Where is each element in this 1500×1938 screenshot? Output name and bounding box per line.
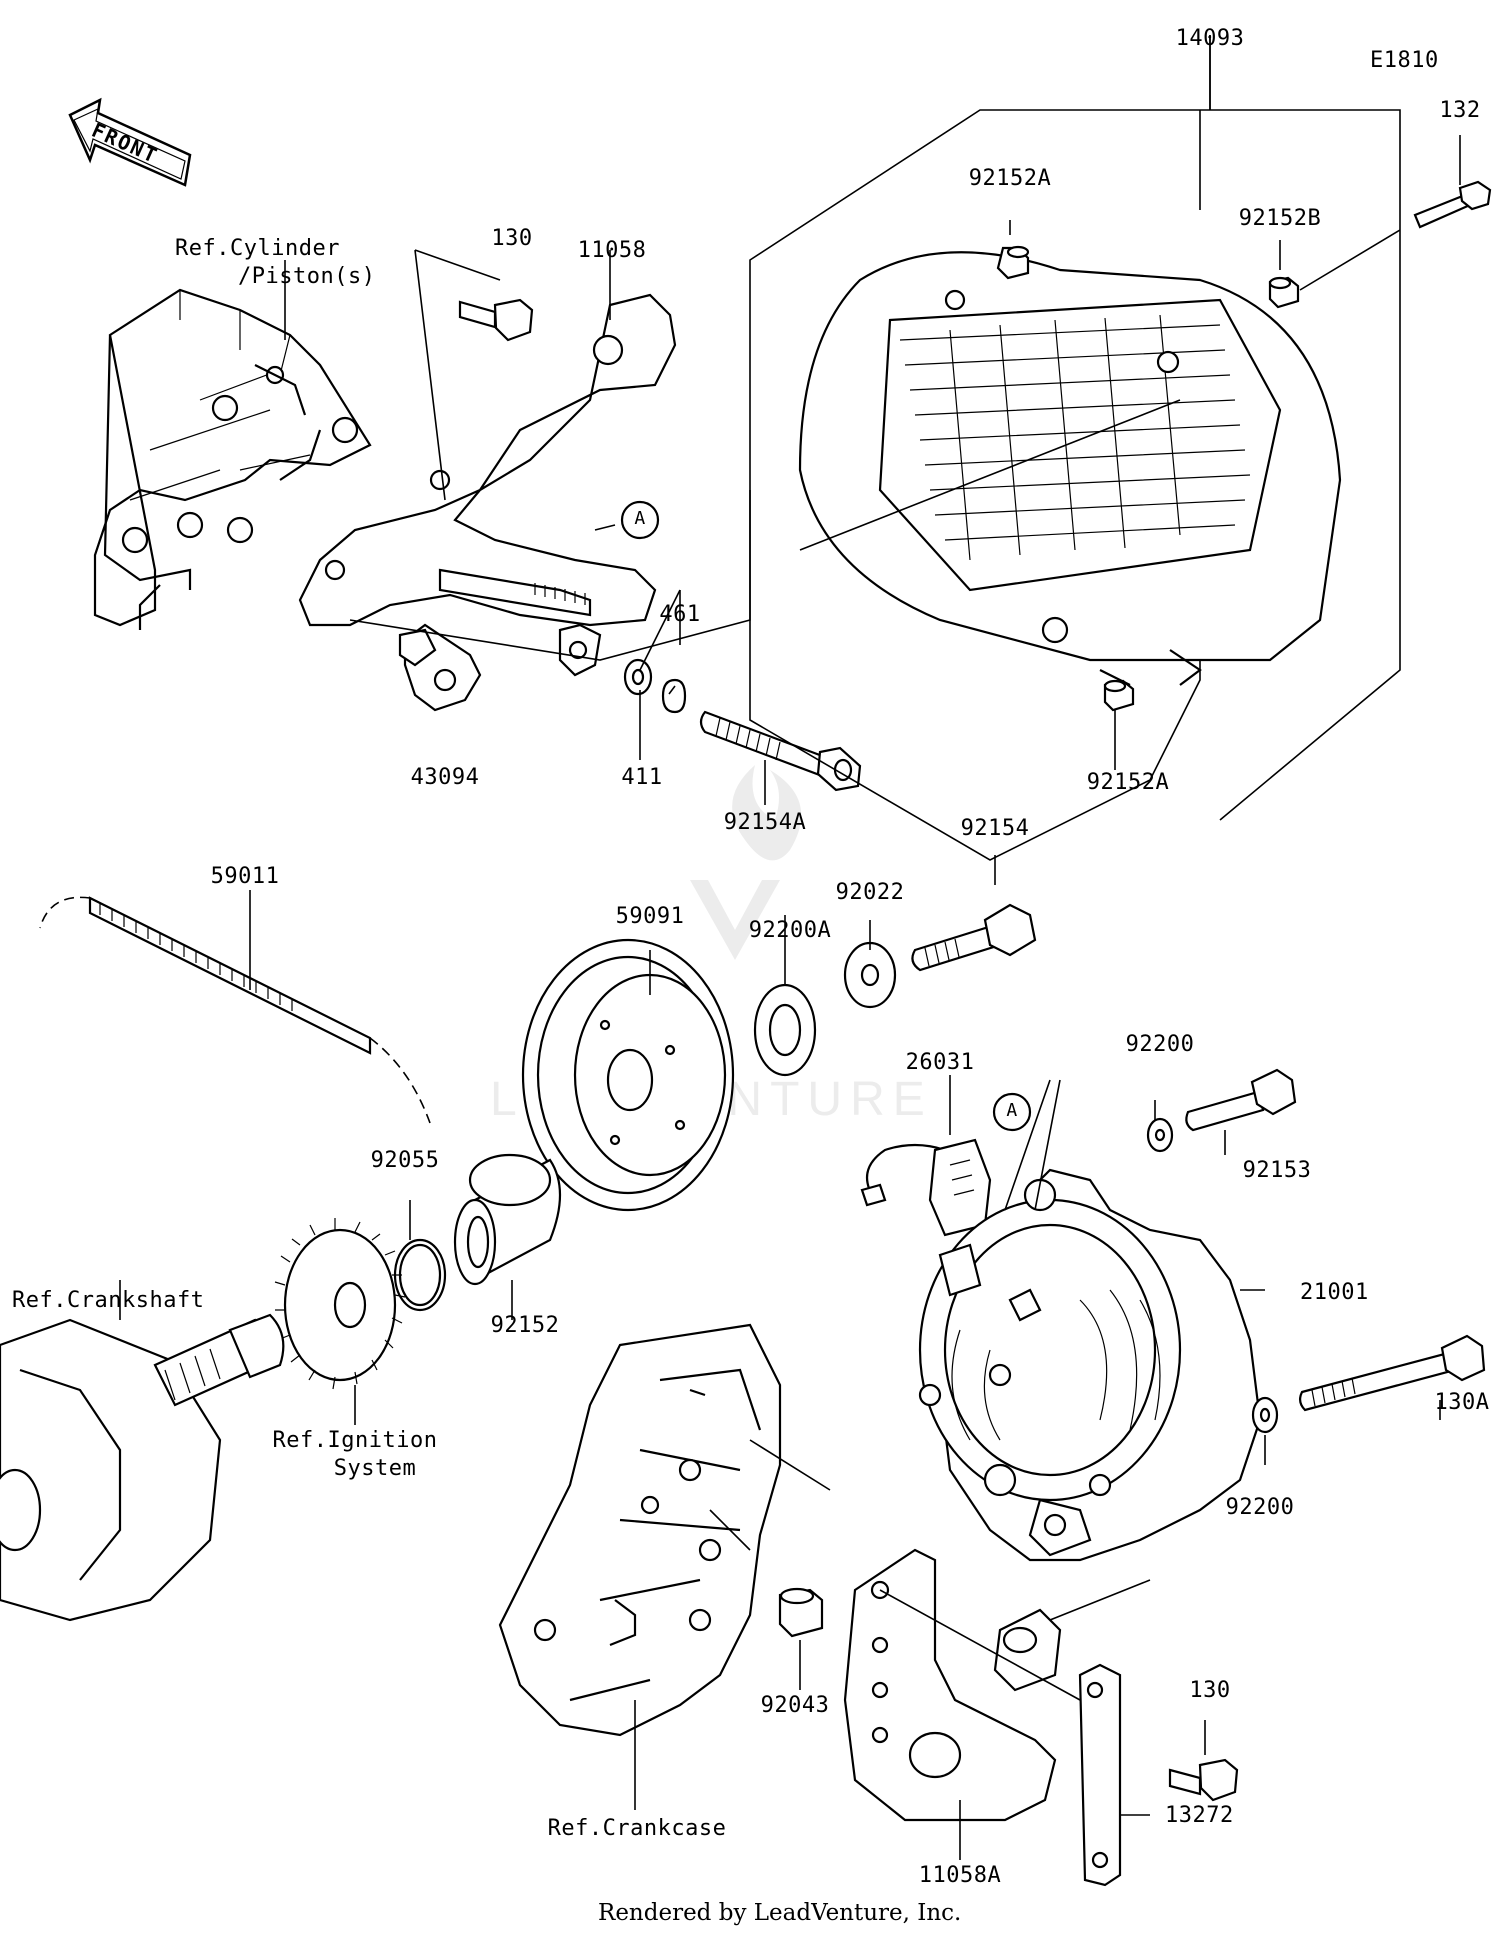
ref-crankcase-label: Ref.Crankcase <box>547 1816 727 1841</box>
washer-92200a-drawing <box>753 983 817 1077</box>
part-number-92152a-bottom[interactable]: 92152A <box>1086 770 1170 795</box>
render-credit-footer: Rendered by LeadVenture, Inc. <box>598 1900 962 1926</box>
leader-lines <box>119 35 1461 1755</box>
part-number-92153[interactable]: 92153 <box>1242 1158 1312 1183</box>
part-number-92200-bottom[interactable]: 92200 <box>1225 1495 1295 1520</box>
part-number-92055[interactable]: 92055 <box>370 1148 440 1173</box>
part-number-92043[interactable]: 92043 <box>760 1693 830 1718</box>
bolt-132-drawing <box>1413 180 1492 229</box>
callout-a-top: A <box>634 508 646 529</box>
part-number-92152[interactable]: 92152 <box>490 1313 560 1338</box>
bolt-130-bottom-drawing <box>1168 1758 1239 1802</box>
spacer-92152a-top-drawing <box>996 245 1030 280</box>
alternator-21001-drawing <box>918 1079 1265 1562</box>
o-ring-92055-drawing <box>393 1238 447 1312</box>
bolt-92153-drawing <box>1185 1068 1297 1132</box>
bolt-130-top-drawing <box>458 298 534 342</box>
callout-a-mid-marker <box>992 1092 1032 1132</box>
dowel-pin-92043-drawing <box>778 1587 824 1638</box>
part-number-11058a[interactable]: 11058A <box>918 1863 1002 1888</box>
spacer-92152b-drawing <box>1268 229 1401 309</box>
sensor-26031-drawing <box>860 1138 992 1237</box>
diagram-id: E1810 <box>1370 48 1439 73</box>
front-direction-arrow: FRONT <box>60 95 200 215</box>
cover-14093-boundary <box>349 35 1401 861</box>
part-number-59091[interactable]: 59091 <box>615 904 685 929</box>
crankcase-reference-drawing <box>498 1323 782 1810</box>
part-number-92200a[interactable]: 92200A <box>748 918 832 943</box>
ref-ignition-system-label: System <box>333 1456 417 1481</box>
nut-bracket-43094-drawing <box>398 623 482 712</box>
washer-92200-bottom-drawing <box>1251 1396 1279 1434</box>
ref-piston-label: /Piston(s) <box>238 264 376 289</box>
part-number-92022[interactable]: 92022 <box>835 880 905 905</box>
crankshaft-reference-drawing <box>0 1313 285 1622</box>
bracket-11058a-drawing <box>843 1548 1081 1860</box>
cover-14093-drawing <box>798 251 1342 686</box>
bolt-92154-drawing <box>911 903 1037 972</box>
bolt-130a-drawing <box>1298 1334 1486 1412</box>
long-bolt-92154a-drawing <box>699 710 862 792</box>
belt-59011-drawing <box>39 896 431 1124</box>
part-number-92152a-top[interactable]: 92152A <box>968 166 1052 191</box>
part-number-92200-top[interactable]: 92200 <box>1125 1032 1195 1057</box>
part-number-130-bottom[interactable]: 130 <box>1189 1678 1231 1703</box>
ref-crankshaft-label: Ref.Crankshaft <box>12 1288 205 1313</box>
bracket-11058-drawing <box>298 250 677 677</box>
washer-92200-top-drawing <box>1146 1117 1174 1153</box>
part-number-11058[interactable]: 11058 <box>577 238 647 263</box>
plate-13272-drawing <box>1078 1663 1150 1887</box>
part-number-21001[interactable]: 21001 <box>1300 1280 1369 1305</box>
callout-a-top-marker <box>620 500 660 540</box>
part-number-92154a[interactable]: 92154A <box>723 810 807 835</box>
part-number-43094[interactable]: 43094 <box>410 765 480 790</box>
pulley-59091-drawing <box>521 938 735 1212</box>
part-number-132[interactable]: 132 <box>1439 98 1481 123</box>
part-number-92154[interactable]: 92154 <box>960 816 1030 841</box>
cylinder-reference-drawing <box>93 260 372 630</box>
collar-92152-drawing <box>453 1153 562 1286</box>
part-number-461[interactable]: 461 <box>659 602 701 627</box>
part-number-59011[interactable]: 59011 <box>210 864 280 889</box>
part-number-411[interactable]: 411 <box>621 765 663 790</box>
ignition-rotor-drawing <box>274 1218 406 1390</box>
part-number-14093[interactable]: 14093 <box>1175 26 1245 51</box>
part-number-130a[interactable]: 130A <box>1434 1390 1490 1415</box>
ref-ignition-label: Ref.Ignition <box>272 1428 438 1453</box>
lock-washer-461-drawing <box>661 678 687 714</box>
washer-411-drawing <box>623 658 653 696</box>
part-number-26031[interactable]: 26031 <box>905 1050 975 1075</box>
part-number-130-top[interactable]: 130 <box>491 226 533 251</box>
ref-cylinder-label: Ref.Cylinder <box>175 236 340 261</box>
part-number-92152b[interactable]: 92152B <box>1238 206 1322 231</box>
spacer-92152a-bottom-drawing <box>1103 679 1135 712</box>
washer-92022-drawing <box>843 941 897 1009</box>
part-number-13272[interactable]: 13272 <box>1165 1803 1234 1828</box>
callout-a-mid: A <box>1006 1100 1018 1121</box>
